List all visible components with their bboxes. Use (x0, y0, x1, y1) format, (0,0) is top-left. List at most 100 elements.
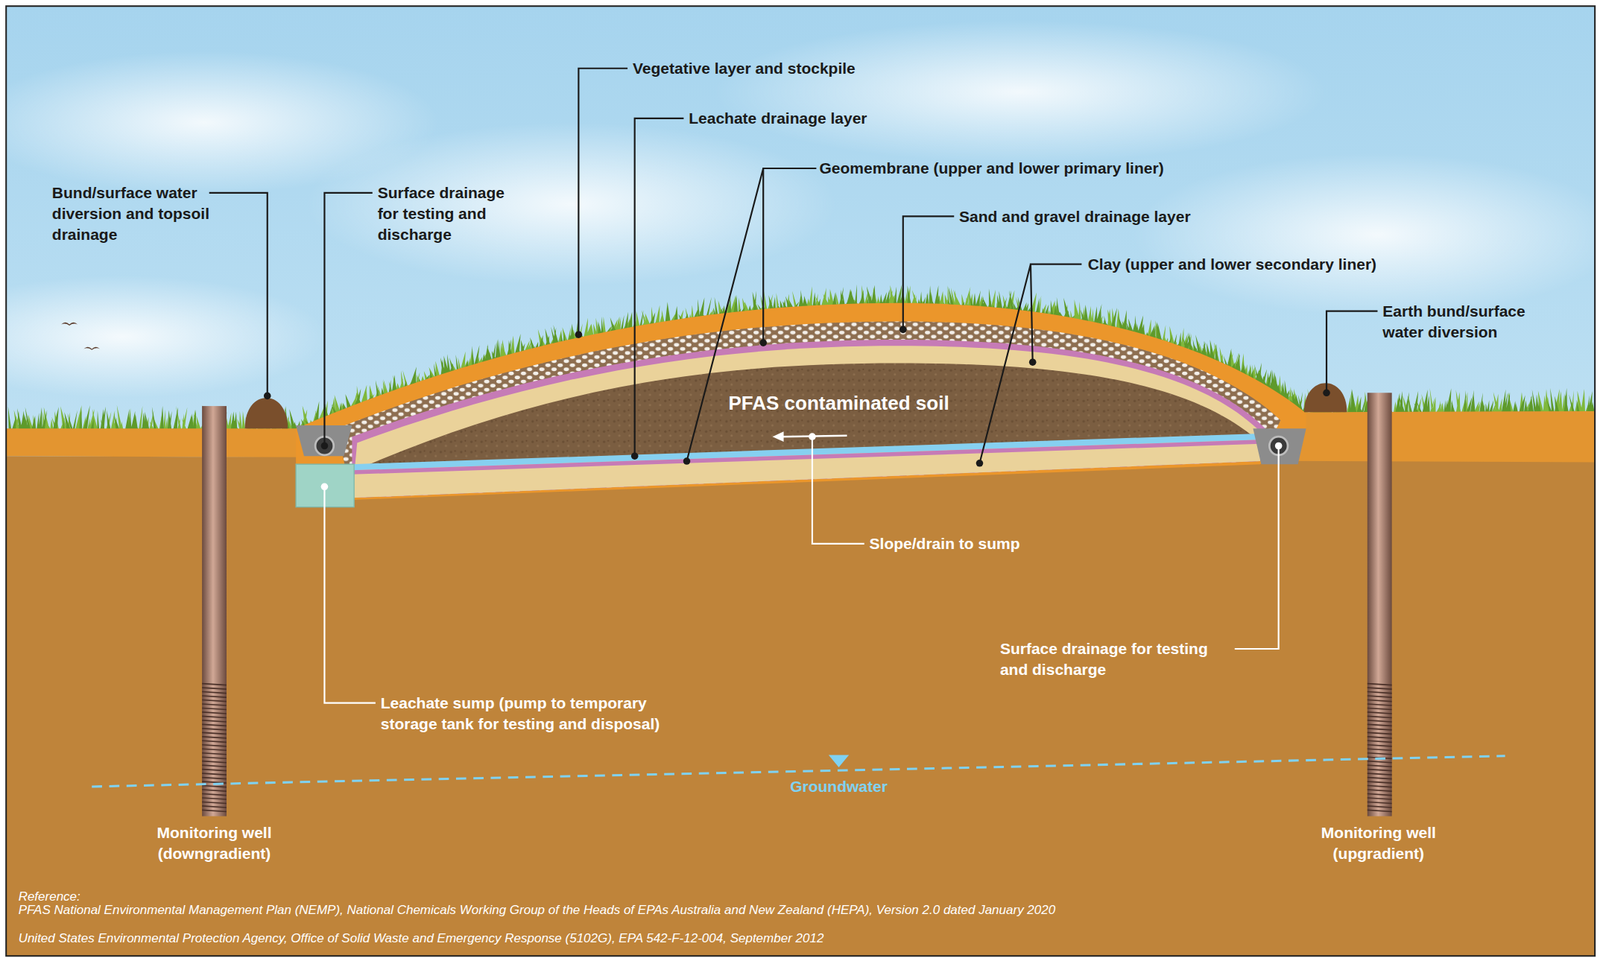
leader-line (903, 216, 954, 330)
vegetative-layer (295, 303, 1307, 501)
leader-dot (1029, 358, 1037, 366)
screen-slot (201, 769, 227, 772)
gravel-layer (336, 321, 1282, 498)
bund (245, 397, 289, 429)
leader-dot (263, 392, 272, 401)
leader-line (812, 436, 865, 545)
callout-label: Slope/drain to sump (869, 533, 1021, 555)
leader-line (687, 168, 817, 462)
leader-dot (976, 459, 984, 468)
cloud (0, 275, 327, 398)
screen-slot (201, 700, 227, 703)
screen-slot (201, 806, 227, 808)
leader-lines (324, 435, 1279, 704)
cloud (1132, 152, 1600, 316)
screen-slot (1367, 684, 1393, 686)
screen-slot (1367, 798, 1393, 800)
clay-layer (351, 345, 1261, 498)
screen-slot (201, 794, 227, 796)
callout-label: Groundwater (789, 776, 888, 798)
leader-lines (209, 68, 1378, 464)
screen-slot (201, 773, 227, 776)
well-screen (201, 684, 1393, 813)
callout-label: Clay (upper and lower secondary liner) (1088, 254, 1377, 275)
drain-pit (1252, 428, 1306, 465)
screen-slot (1367, 687, 1393, 690)
screen-slot (1367, 700, 1393, 703)
screen-slot (1367, 794, 1393, 796)
frame (5, 5, 1595, 957)
bird (83, 347, 100, 351)
leader-dot (321, 482, 329, 491)
water-table-marker (828, 754, 849, 767)
screen-slot (201, 745, 227, 747)
callout-label: Geomembrane (upper and lower primary lin… (819, 157, 1165, 179)
reference-note: Reference: (18, 889, 81, 905)
callout-label: Leachate drainage layer (688, 108, 867, 129)
callout-label: Surface drainage for testing and dischar… (377, 182, 520, 246)
screen-slot (1367, 704, 1393, 706)
leader-dot (1322, 389, 1331, 397)
screen-slot (1367, 745, 1393, 747)
callout-label: Surface drainage for testing and dischar… (1000, 638, 1224, 681)
screen-slot (201, 707, 227, 710)
leader-dot (759, 339, 767, 347)
leader-line (979, 264, 1082, 464)
screen-slot (1367, 712, 1393, 714)
reference-note: PFAS National Environmental Management P… (18, 903, 1056, 919)
screen-slot (201, 798, 227, 800)
screen-slot (1367, 810, 1393, 812)
screen-slot (1367, 716, 1393, 718)
geomembrane-lower (351, 439, 1261, 475)
screen-slot (201, 801, 227, 804)
screen-slot (201, 740, 227, 743)
bird (61, 322, 78, 326)
screen-slot (201, 757, 227, 759)
soil-region: PFAS contaminated soil (720, 388, 957, 419)
cloud (713, 20, 1327, 164)
callout-label: Vegetative layer and stockpile (632, 58, 856, 79)
geomembrane-upper (351, 339, 1265, 498)
leachate-drainage-layer (351, 433, 1261, 471)
callout-label: Bund/surface water diversion and topsoil… (52, 182, 261, 246)
screen-slot (1367, 740, 1393, 743)
screen-slot (201, 761, 227, 764)
screen-slot (1367, 737, 1393, 739)
screen-slot (201, 789, 227, 792)
screen-slot (1367, 765, 1393, 767)
callout-label: Monitoring well (upgradient) (1292, 822, 1465, 865)
screen-slot (1367, 773, 1393, 776)
screen-slot (201, 704, 227, 706)
reference-note: United States Environmental Protection A… (18, 931, 825, 947)
screen-slot (201, 724, 227, 726)
bund (1304, 383, 1348, 413)
leader-dot (321, 442, 329, 451)
screen-slot (1367, 778, 1393, 780)
screen-slot (1367, 692, 1393, 694)
screen-slot (1367, 781, 1393, 784)
leader-line (1326, 311, 1378, 394)
leader-dot (683, 457, 691, 466)
leader-line (324, 193, 372, 447)
screen-slot (1367, 724, 1393, 726)
subsoil (5, 456, 1595, 957)
screen-slot (201, 786, 227, 788)
screen-slot (201, 732, 227, 735)
monitoring-well (1367, 392, 1393, 817)
screen-slot (1367, 786, 1393, 788)
leader-dot (808, 432, 817, 441)
screen-slot (201, 720, 227, 723)
leader-dot (631, 452, 639, 460)
screen-slot (201, 712, 227, 714)
leader-dot (575, 330, 583, 339)
screen-slot (201, 765, 227, 767)
leader-line (209, 193, 268, 397)
callout-label: Monitoring well (downgradient) (128, 822, 301, 865)
leader-line (324, 486, 375, 703)
screen-slot (201, 692, 227, 694)
leader-dots (263, 326, 1331, 468)
screen-slot (201, 716, 227, 718)
screen-slot (201, 696, 227, 698)
